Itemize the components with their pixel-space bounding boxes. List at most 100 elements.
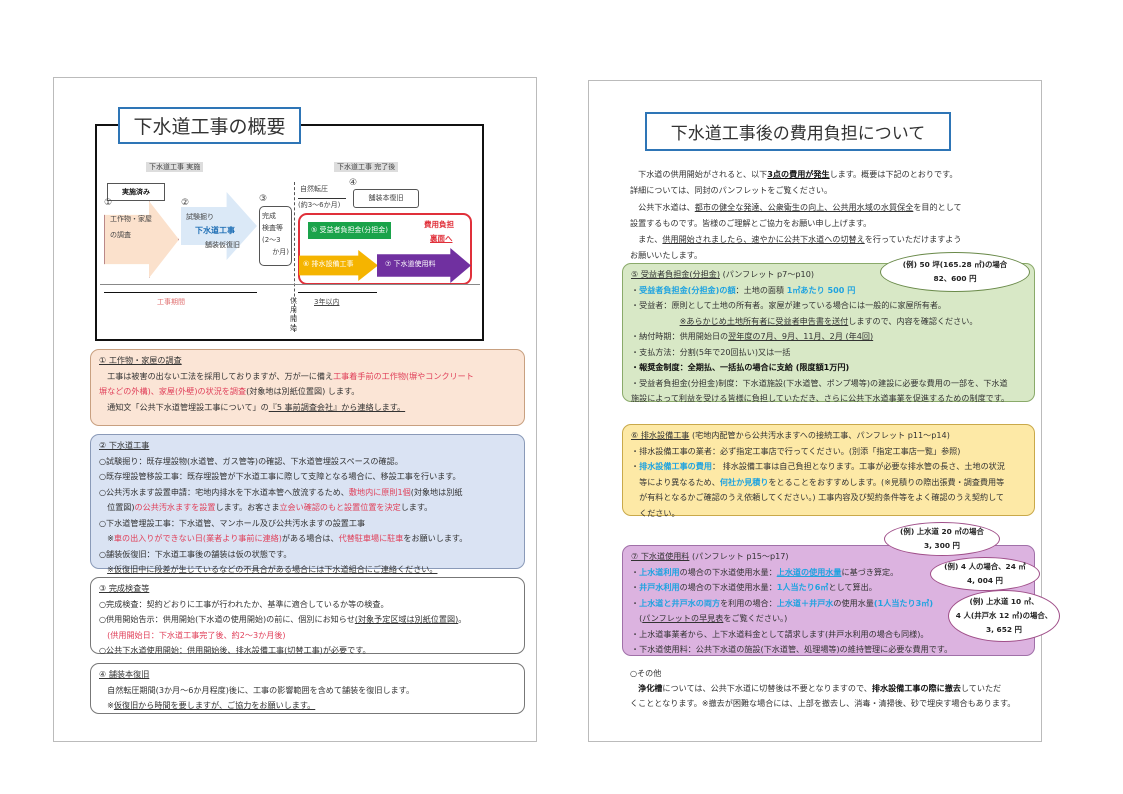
text-segment: ・受益者負担金(分担金)制度：下水道施設(下水道管、ポンプ場等)の建設に必要な費… <box>631 377 1008 388</box>
text-line: (パンフレットの早見表をご覧ください。) <box>631 611 1026 627</box>
text-segment: ・下水道使用料：公共下水道の施設(下水道管、処理場等)の維持管理に必要な費用です… <box>631 644 953 654</box>
highlighted-text: 工事着手前の工作物(塀やコンクリート <box>333 370 474 381</box>
text-segment: ・排水設備工事の業者：必ず指定工事店で行ってください。(別添「指定工事店一覧」参… <box>631 445 961 456</box>
callout-text: 82、600 円 <box>933 274 977 283</box>
step1-label-a: 工作物・家屋 <box>110 215 152 223</box>
text-line: 塀などの外構)、家屋(外壁)の状況を調査(対象地は別紙位置図) します。 <box>99 384 516 400</box>
highlighted-text: 何社か見積り <box>719 476 769 487</box>
text-segment: を目的として <box>913 201 962 212</box>
text-segment: しますので、内容を確認ください。 <box>848 315 978 326</box>
text-segment: (宅地内配管から公共汚水ますへの接続工事、パンフレット p11〜p14) <box>689 430 950 440</box>
text-line: 自然転圧期間(3か月〜6か月程度)後に、工事の影響範囲を含めて舗装を復旧します。 <box>99 683 516 699</box>
highlighted-text: 1人当たり6㎥ <box>776 582 829 592</box>
text-segment: ○既存埋設管移設工事：既存埋設管が下水道工事に際して支障となる場合に、移設工事を… <box>99 471 461 481</box>
text-line: 下水道の供用開始がされると、以下3点の費用が発生します。概要は下記のとおりです。 <box>630 166 962 182</box>
text-line: ・排水設備工事の業者：必ず指定工事店で行ってください。(別添「指定工事店一覧」参… <box>631 444 1026 460</box>
callout-text: (例) 4 人の場合、24 ㎥ <box>944 562 1026 571</box>
text-line: ○舗装仮復旧：下水道工事後の舗装は仮の状態です。 <box>99 547 516 563</box>
section-title: ③ 完成検査等 <box>99 583 150 593</box>
text-line: ⑥ 排水設備工事 (宅地内配管から公共汚水ますへの接続工事、パンフレット p11… <box>631 428 1026 444</box>
highlighted-text: 1㎡あたり 500 円 <box>786 284 856 295</box>
text-segment: ・ <box>631 582 640 592</box>
highlighted-text: ⑤ 受益者負担金(分担金) <box>631 269 720 279</box>
text-segment: の場合の下水道使用水量： <box>679 566 777 577</box>
highlighted-text: 排水設備工事の費用 <box>639 461 712 471</box>
highlighted-text: の公共汚水ますを設置 <box>134 502 216 512</box>
text-line: ※仮復旧から時間を要しますが、ご協力をお願いします。 <box>99 698 516 714</box>
highlighted-text: ⑦ 下水道使用料 <box>631 551 690 561</box>
callout-text: 3, 300 円 <box>924 541 960 550</box>
section-pavement-restoration: ④ 舗装本復旧 自然転圧期間(3か月〜6か月程度)後に、工事の影響範囲を含めて舗… <box>90 663 525 714</box>
text-line: 位置図)の公共汚水ますを設置します。お客さま立会い確認のもと設置位置を決定します… <box>99 500 516 516</box>
section-completion-inspection: ③ 完成検査等 ○完成検査：契約どおりに工事が行われたか、基準に適合しているか等の… <box>90 577 525 655</box>
callout-combined-example: (例) 上水道 10 ㎥、4 人(井戸水 12 ㎥)の場合、3, 652 円 <box>948 590 1060 642</box>
text-line: ・受益者負担金(分担金)の額：土地の面積 1㎡あたり 500 円 <box>631 283 1026 299</box>
text-line: また、供用開始されましたら、速やかに公共下水道への切替えを行っていただけますよう <box>630 231 962 247</box>
callout-text: 4, 004 円 <box>967 576 1003 585</box>
text-line: ・納付時期：供用開始日の翌年度の7月、9月、11月、2月 (年4回) <box>631 329 1026 345</box>
callout-well-example: (例) 4 人の場合、24 ㎥ 4, 004 円 <box>930 557 1040 591</box>
text-line: ○既存埋設管移設工事：既存埋設管が下水道工事に際して支障となる場合に、移設工事を… <box>99 469 516 485</box>
step5-bar: ⑤ 受益者負担金(分担金) <box>308 222 391 239</box>
cost-title: 下水道工事後の費用負担について <box>645 112 951 151</box>
section-sewer-construction: ② 下水道工事 ○試験掘り：既存埋設物(水道管、ガス管等)の確認、下水道管埋設スペ… <box>90 434 525 574</box>
step2-label-b: 下水道工事 <box>195 226 235 235</box>
construction-period-label: 工事期間 <box>157 298 185 306</box>
step3-label-b: 検査等 <box>262 224 283 232</box>
text-segment: をとることをおすすめします。(※見積りの際出張費・調査費用等 <box>768 476 1005 487</box>
text-segment <box>99 564 107 574</box>
text-segment: ・上水道事業者から、上下水道料金として請求します(井戸水利用の場合も同様)。 <box>631 628 929 639</box>
callout-beneficiary-example: (例) 50 坪(165.28 ㎡)の場合 82、600 円 <box>880 252 1030 292</box>
text-segment: ○下水道管埋設工事：下水道管、マンホール及び公共汚水ますの設置工事 <box>99 517 366 528</box>
text-segment: ： 排水設備工事は自己負担となります。工事が必要な排水管の長さ、土地の状況 <box>711 461 1005 471</box>
text-segment: ・ <box>631 566 640 577</box>
highlighted-text: 上水道と井戸水の両方 <box>639 597 721 608</box>
text-segment: として算出。 <box>828 582 877 592</box>
text-line: 等により異なるため、何社か見積りをとることをおすすめします。(※見積りの際出張費… <box>631 475 1026 491</box>
service-start-label: 供用開始 <box>290 297 297 332</box>
callout-text: 4 人(井戸水 12 ㎥)の場合、 <box>955 611 1053 620</box>
cost-note-1: 費用負担 <box>424 220 454 229</box>
text-segment: ください。 <box>631 507 680 518</box>
text-line: 工事は被害の出ない工法を採用しておりますが、万が一に備え工事着手前の工作物(塀や… <box>99 369 516 385</box>
text-segment: ○公共汚水ます設置申請：宅地内排水を下水道本管へ放流するため、 <box>99 486 349 497</box>
text-segment: ○試験掘り：既存埋設物(水道管、ガス管等)の確認、下水道管埋設スペースの確認。 <box>99 455 403 466</box>
text-line: ※車の出入りができない日(業者より事前に連絡)がある場合は、代替駐車場に駐車をお… <box>99 531 516 547</box>
highlighted-text: 上水道＋井戸水 <box>776 597 834 608</box>
text-segment: ※ <box>99 700 114 710</box>
other-text: 浄化槽については、公共下水道に切替後は不要となりますので、排水設備工事の際に撤去… <box>630 681 1015 711</box>
highlighted-text: パンフレットの早見表 <box>642 613 724 623</box>
highlighted-text: 3点の費用が発生 <box>767 169 830 179</box>
text-segment: くこととなります。※撤去が困難な場合には、上部を撤去し、消毒・清掃後、砂で埋戻す… <box>630 698 1016 708</box>
callout-text: (例) 50 坪(165.28 ㎡)の場合 <box>902 260 1008 269</box>
text-line: 浄化槽については、公共下水道に切替後は不要となりますので、排水設備工事の際に撤去… <box>630 681 1015 696</box>
step6-label: ⑥ 排水設備工事 <box>303 260 354 268</box>
highlighted-text: 『5 事前調査会社』から連絡します。 <box>268 401 406 412</box>
text-line: ・上水道事業者から、上下水道料金として請求します(井戸水利用の場合も同様)。 <box>631 627 1026 643</box>
step2-num: ② <box>181 198 190 208</box>
text-segment: 等により異なるため、 <box>631 476 720 487</box>
text-segment: します。お客さま <box>215 502 280 512</box>
natural-compaction-label: 自然転圧 <box>300 185 328 193</box>
text-line: ・報奨金制度：全期払、一括払の場合に支給 (限度額1万円) <box>631 360 1026 376</box>
section-title: ① 工作物・家屋の調査 <box>99 355 182 365</box>
step1-num: ① <box>104 198 113 208</box>
highlighted-text: 塀などの外構)、家屋(外壁)の状況を調査 <box>99 386 247 396</box>
text-line: 設置するものです。皆様のご理解とご協力をお願い申し上げます。 <box>630 215 962 231</box>
text-segment: 位置図) <box>99 502 135 512</box>
text-line: ・受益者負担金(分担金)制度：下水道施設(下水道管、ポンプ場等)の建設に必要な費… <box>631 376 1026 392</box>
intro-text: 下水道の供用開始がされると、以下3点の費用が発生します。概要は下記のとおりです。… <box>630 166 962 264</box>
text-segment: 工事は被害の出ない工法を採用しておりますが、万が一に備え <box>99 370 334 381</box>
text-segment: ・支払方法：分割(5年で20回払い)又は一括 <box>631 346 791 357</box>
section-title: ② 下水道工事 <box>99 440 150 450</box>
text-line: ⑦ 下水道使用料 (パンフレット p15〜p17) <box>631 549 1026 565</box>
phase-during-label: 下水道工事 実施 <box>146 162 204 172</box>
text-line: 通知文「公共下水道管埋設工事について」の『5 事前調査会社』から連絡します。 <box>99 400 516 416</box>
text-line: ○完成検査：契約どおりに工事が行われたか、基準に適合しているか等の検査。 <box>99 597 516 613</box>
timeline-baseline <box>100 284 480 285</box>
highlighted-text: 供用開始されましたら、速やかに公共下水道への切替え <box>662 234 865 245</box>
step3-label-c: (2〜3 <box>262 236 281 244</box>
highlighted-text: ⑥ 排水設備工事 <box>631 430 690 440</box>
text-segment: ：土地の面積 <box>735 284 787 295</box>
